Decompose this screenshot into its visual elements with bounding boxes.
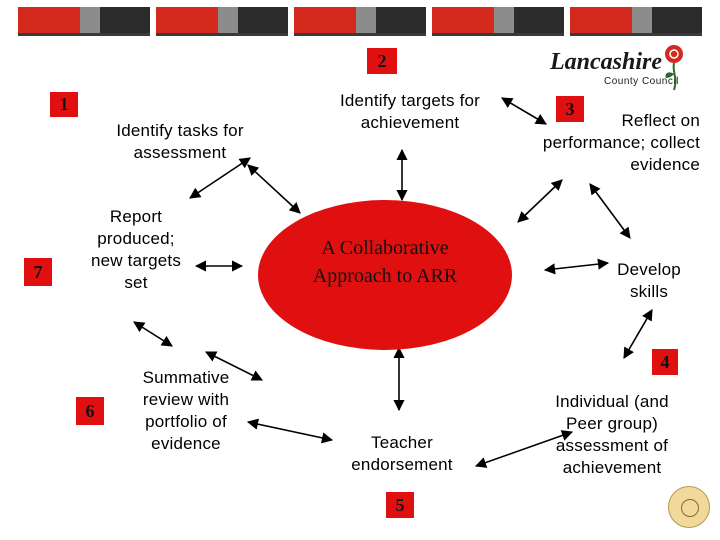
step-5-badge: 5: [386, 492, 414, 518]
arrow-6-5: [246, 418, 334, 444]
center-title-line2: Approach to ARR: [312, 265, 458, 287]
develop-skills-text: Develop skills: [617, 260, 681, 301]
step-1-text: Identify tasks for assessment: [116, 121, 244, 162]
arrow-1-center: [247, 164, 301, 214]
arrow-develop-4: [623, 309, 653, 359]
step-7-text: Report produced; new targets set: [90, 207, 182, 292]
arrow-3-center: [517, 179, 563, 223]
center-title: A Collaborative Approach to ARR: [258, 234, 512, 290]
arrow-4-5: [474, 430, 574, 468]
step-2-text: Identify targets for achievement: [339, 91, 481, 132]
step-6-text: Summative review with portfolio of evide…: [142, 368, 230, 453]
step-2-badge: 2: [367, 48, 397, 74]
logo-subtitle: County Council: [604, 76, 679, 87]
seal-icon: [668, 486, 710, 528]
rose-icon: [665, 45, 683, 91]
step-4-badge: 4: [652, 349, 678, 375]
step-7-badge: 7: [24, 258, 52, 286]
arrow-2-3: [501, 97, 547, 125]
step-4-text: Individual (and Peer group) assessment o…: [555, 392, 669, 477]
arrow-6-center: [204, 351, 264, 381]
arrow-3-develop: [589, 183, 631, 239]
step-3-badge: 3: [556, 96, 584, 122]
logo-name: Lancashire: [550, 49, 663, 75]
step-6-badge: 6: [76, 397, 104, 425]
center-title-line1: A Collaborative: [321, 237, 449, 259]
arrow-7-6: [133, 321, 173, 347]
step-1-badge: 1: [50, 92, 78, 117]
step-5-text: Teacher endorsement: [351, 433, 453, 474]
arrow-develop-centre: [543, 258, 610, 275]
center-ellipse: [258, 200, 512, 350]
arrow-1-2: [189, 157, 251, 199]
step-3-text: Reflect on performance; collect evidence: [542, 111, 700, 174]
lancashire-logo: Lancashire County Council: [548, 44, 696, 96]
